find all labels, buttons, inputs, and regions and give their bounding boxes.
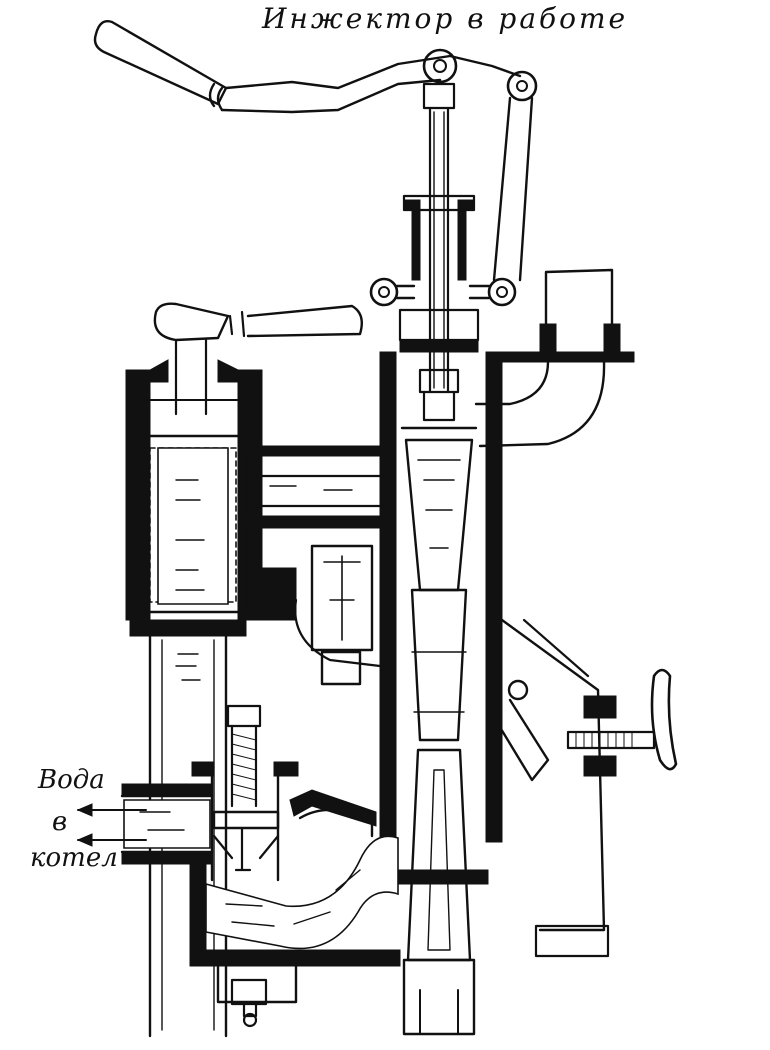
- injector-body: [379, 351, 503, 1036]
- outlet-label-line3: котел: [30, 843, 118, 873]
- outlet-label-line2: в: [52, 807, 67, 837]
- delivery-valve: [191, 704, 299, 882]
- outlet-label-line1: Вода: [37, 765, 105, 795]
- diagram-title: Инжектор в работе: [261, 2, 628, 35]
- overflow-valve: [496, 618, 678, 958]
- boiler-outlet-pipe: [120, 783, 214, 865]
- outlet-label: Вода в котел: [30, 765, 147, 873]
- central-spindle: [398, 82, 480, 422]
- top-lever: [93, 20, 538, 307]
- steam-pipe: [474, 268, 635, 448]
- water-passage: [244, 445, 394, 529]
- flow-arrow-bottom: [76, 833, 147, 847]
- check-valve: [261, 544, 382, 686]
- curved-flow-channel: [189, 789, 401, 967]
- flow-arrow-top: [76, 803, 147, 817]
- drain-plug: [216, 964, 298, 1028]
